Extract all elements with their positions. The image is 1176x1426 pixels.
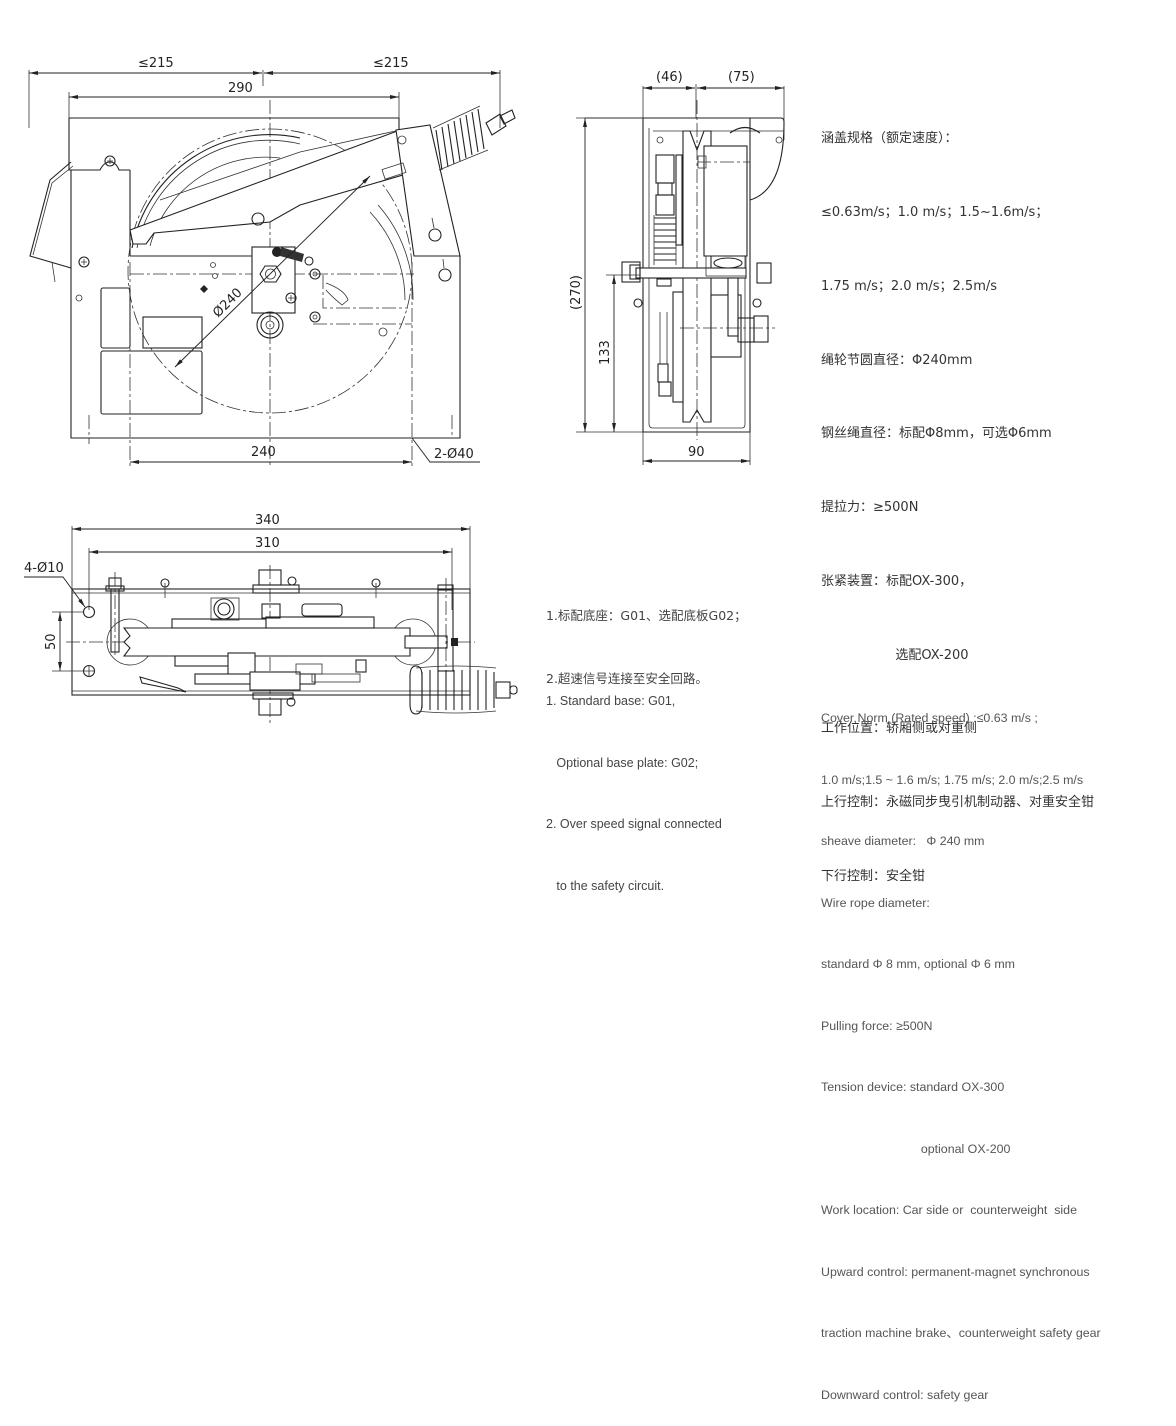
side-view: (46) (75): [569, 70, 785, 465]
spec-line: 钢丝绳直径：标配Φ8mm，可选Φ6mm: [821, 426, 1052, 442]
front-view: ≤215 ≤215 290: [28, 56, 516, 468]
dim-left-depth: (46): [656, 70, 683, 85]
dim-hole-spacing-length: 310: [255, 536, 280, 551]
spec-line: ≤0.63m/s；1.0 m/s；1.5~1.6m/s；: [821, 204, 1049, 220]
screw-icon: [285, 292, 297, 304]
spec-line: 工作位置：轿厢侧或对重侧: [821, 721, 978, 737]
spec-line: Pulling force: ≥500N: [821, 1018, 933, 1033]
dimension-line-right-extent: [262, 70, 501, 128]
note-line: 1. Standard base: G01,: [546, 694, 676, 708]
spec-line: 涵盖规格（额定速度）：: [821, 131, 958, 147]
notes-english: 1. Standard base: G01, Optional base pla…: [546, 650, 722, 917]
note-line: 2.超速信号连接至安全回路。: [546, 671, 708, 686]
dim-hole-spacing-width: 50: [44, 633, 59, 650]
spec-line: Tension device: standard OX-300: [821, 1080, 1005, 1094]
hex-nut-icon: [256, 311, 284, 339]
spec-line: standard Φ 8 mm, optional Φ 6 mm: [821, 957, 1016, 971]
tension-spring-icon: [432, 105, 516, 171]
spec-line: Upward control: permanent-magnet synchro…: [821, 1264, 1090, 1279]
dim-right-depth: (75): [728, 70, 755, 85]
compression-spring-icon: [653, 215, 677, 265]
dim-left-extent: ≤215: [138, 56, 174, 71]
note-line: 1.标配底座：G01、选配底板G02；: [546, 608, 747, 623]
spec-line: Downward control: safety gear: [821, 1387, 989, 1402]
spec-line: traction machine brake、counterweight saf…: [821, 1326, 1101, 1340]
note-line: 2. Over speed signal connected: [546, 817, 722, 831]
spec-line: 1.0 m/s;1.5 ~ 1.6 m/s; 1.75 m/s; 2.0 m/s…: [821, 772, 1084, 787]
dim-base-depth: 90: [688, 445, 705, 460]
technical-drawing: ≤215 ≤215 290: [24, 56, 785, 725]
dim-overall-length: 340: [255, 513, 280, 528]
dim-holes: 2-Ø40: [434, 447, 474, 462]
hex-nut-icon: [259, 265, 282, 283]
dimension-line-left-extent: [28, 70, 262, 128]
spec-line: 绳轮节圆直径：Φ240mm: [821, 352, 973, 368]
note-line: Optional base plate: G02;: [546, 755, 699, 770]
bolt-icon: [105, 577, 454, 598]
spec-line: 1.75 m/s；2.0 m/s；2.5m/s: [821, 278, 998, 294]
dim-sheave-width: 240: [251, 445, 276, 460]
note-line: to the safety circuit.: [546, 878, 665, 893]
dim-base-width: 290: [228, 81, 253, 96]
notes-chinese: 1.标配底座：G01、选配底板G02； 2.超速信号连接至安全回路。: [546, 563, 747, 710]
plan-view: 340 310 4-Ø10 50: [24, 513, 518, 725]
hex-nut-icon: [210, 597, 240, 621]
dim-right-extent: ≤215: [373, 56, 409, 71]
retaining-ring-icon: [251, 212, 452, 282]
spec-line: 选配OX-200: [821, 647, 969, 663]
dimension-line-base-width: [68, 92, 400, 120]
dim-mount-holes: 4-Ø10: [24, 561, 64, 576]
specs-english: Cover Norm (Rated speed) :≤0.63 m/s ; 1.…: [821, 667, 1101, 1426]
spec-line: Wire rope diameter:: [821, 895, 930, 910]
spec-line: sheave diameter: Φ 240 mm: [821, 834, 985, 848]
spec-line: 张紧装置：标配OX-300，: [821, 573, 973, 589]
compression-spring-icon: [409, 665, 518, 715]
screw-icon: [78, 256, 90, 268]
spec-line: Cover Norm (Rated speed) :≤0.63 m/s ;: [821, 711, 1038, 725]
dim-total-height: (270): [569, 275, 584, 310]
spec-line: optional OX-200: [821, 1141, 1011, 1156]
screw-icon: [104, 155, 116, 167]
spec-line: 提拉力：≥500N: [821, 500, 919, 516]
dim-axle-height: 133: [598, 340, 613, 365]
spec-line: Work location: Car side or counterweight…: [821, 1203, 1077, 1217]
